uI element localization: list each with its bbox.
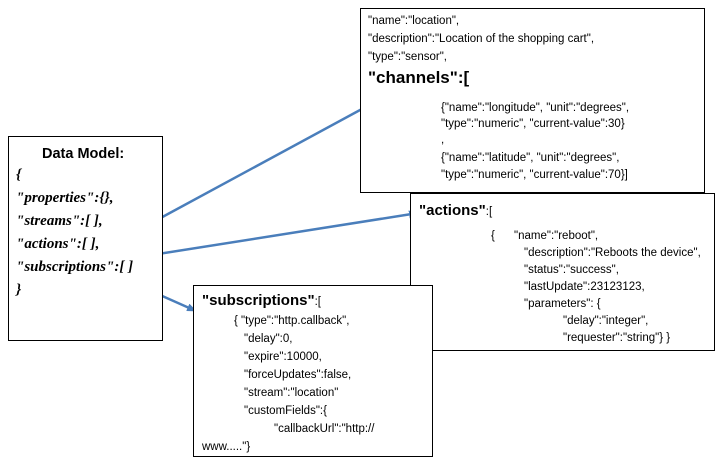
actions-delay-line: "delay":"integer", xyxy=(563,315,649,327)
subscriptions-callbackurl-line: "callbackUrl":"http:// xyxy=(274,423,375,435)
subscriptions-expire-line: "expire":10000, xyxy=(244,351,322,363)
actions-requester-line: "requester":"string"} } xyxy=(563,332,671,344)
channels-box: "name":"location", "description":"Locati… xyxy=(360,8,705,193)
data-model-subscriptions: "subscriptions":[ ] xyxy=(16,259,134,275)
channels-type-line: "type":"sensor", xyxy=(368,51,447,63)
subscriptions-forceupdates-line: "forceUpdates":false, xyxy=(244,369,352,381)
data-model-streams: "streams":[ ], xyxy=(16,213,103,229)
actions-description-line: "description":"Reboots the device", xyxy=(524,247,701,259)
channels-longitude-type-line: "type":"numeric", "current-value":30} xyxy=(441,118,625,130)
channels-name-line: "name":"location", xyxy=(368,15,460,27)
arrow-streams-to-channels xyxy=(154,101,374,223)
subscriptions-heading-suffix: :[ xyxy=(314,296,321,308)
channels-separator: , xyxy=(441,134,445,146)
data-model-title: Data Model: xyxy=(42,146,125,162)
subscriptions-customfields-line: "customFields":{ xyxy=(244,405,327,417)
actions-heading-row: "actions":[ xyxy=(419,202,493,219)
subscriptions-heading: "subscriptions" xyxy=(202,292,315,309)
actions-lastupdate-line: "lastUpdate":23123123, xyxy=(524,281,645,293)
channels-heading: "channels":[ xyxy=(368,68,470,87)
subscriptions-stream-line: "stream":"location" xyxy=(244,387,339,399)
subscriptions-type-line: { "type":"http.callback", xyxy=(234,315,350,327)
channels-description-line: "description":"Location of the shopping … xyxy=(368,33,595,45)
actions-heading-suffix: :[ xyxy=(485,206,493,218)
actions-heading: "actions" xyxy=(419,202,486,219)
subscriptions-heading-row: "subscriptions":[ xyxy=(202,292,321,309)
data-model-open-brace: { xyxy=(16,167,22,183)
data-model-actions: "actions":[ ], xyxy=(16,236,100,252)
channels-latitude-type-line: "type":"numeric", "current-value":70}] xyxy=(441,169,628,181)
data-model-close-brace: } xyxy=(16,282,22,298)
actions-box: "actions":[ { "name":"reboot", "descript… xyxy=(410,193,715,351)
actions-name-line: { "name":"reboot", xyxy=(491,230,599,242)
channels-latitude-line: {"name":"latitude", "unit":"degrees", xyxy=(441,152,620,164)
subscriptions-url-continuation-line: www....."} xyxy=(202,441,251,453)
subscriptions-delay-line: "delay":0, xyxy=(244,333,293,345)
subscriptions-box: "subscriptions":[ { "type":"http.callbac… xyxy=(193,285,433,457)
channels-longitude-line: {"name":"longitude", "unit":"degrees", xyxy=(441,102,630,114)
data-model-properties: "properties":{}, xyxy=(16,190,114,206)
data-model-box: Data Model: { "properties":{}, "streams"… xyxy=(8,136,163,341)
arrow-actions-to-actions-box xyxy=(119,210,419,262)
actions-parameters-line: "parameters": { xyxy=(524,298,601,310)
actions-status-line: "status":"success", xyxy=(524,264,619,276)
